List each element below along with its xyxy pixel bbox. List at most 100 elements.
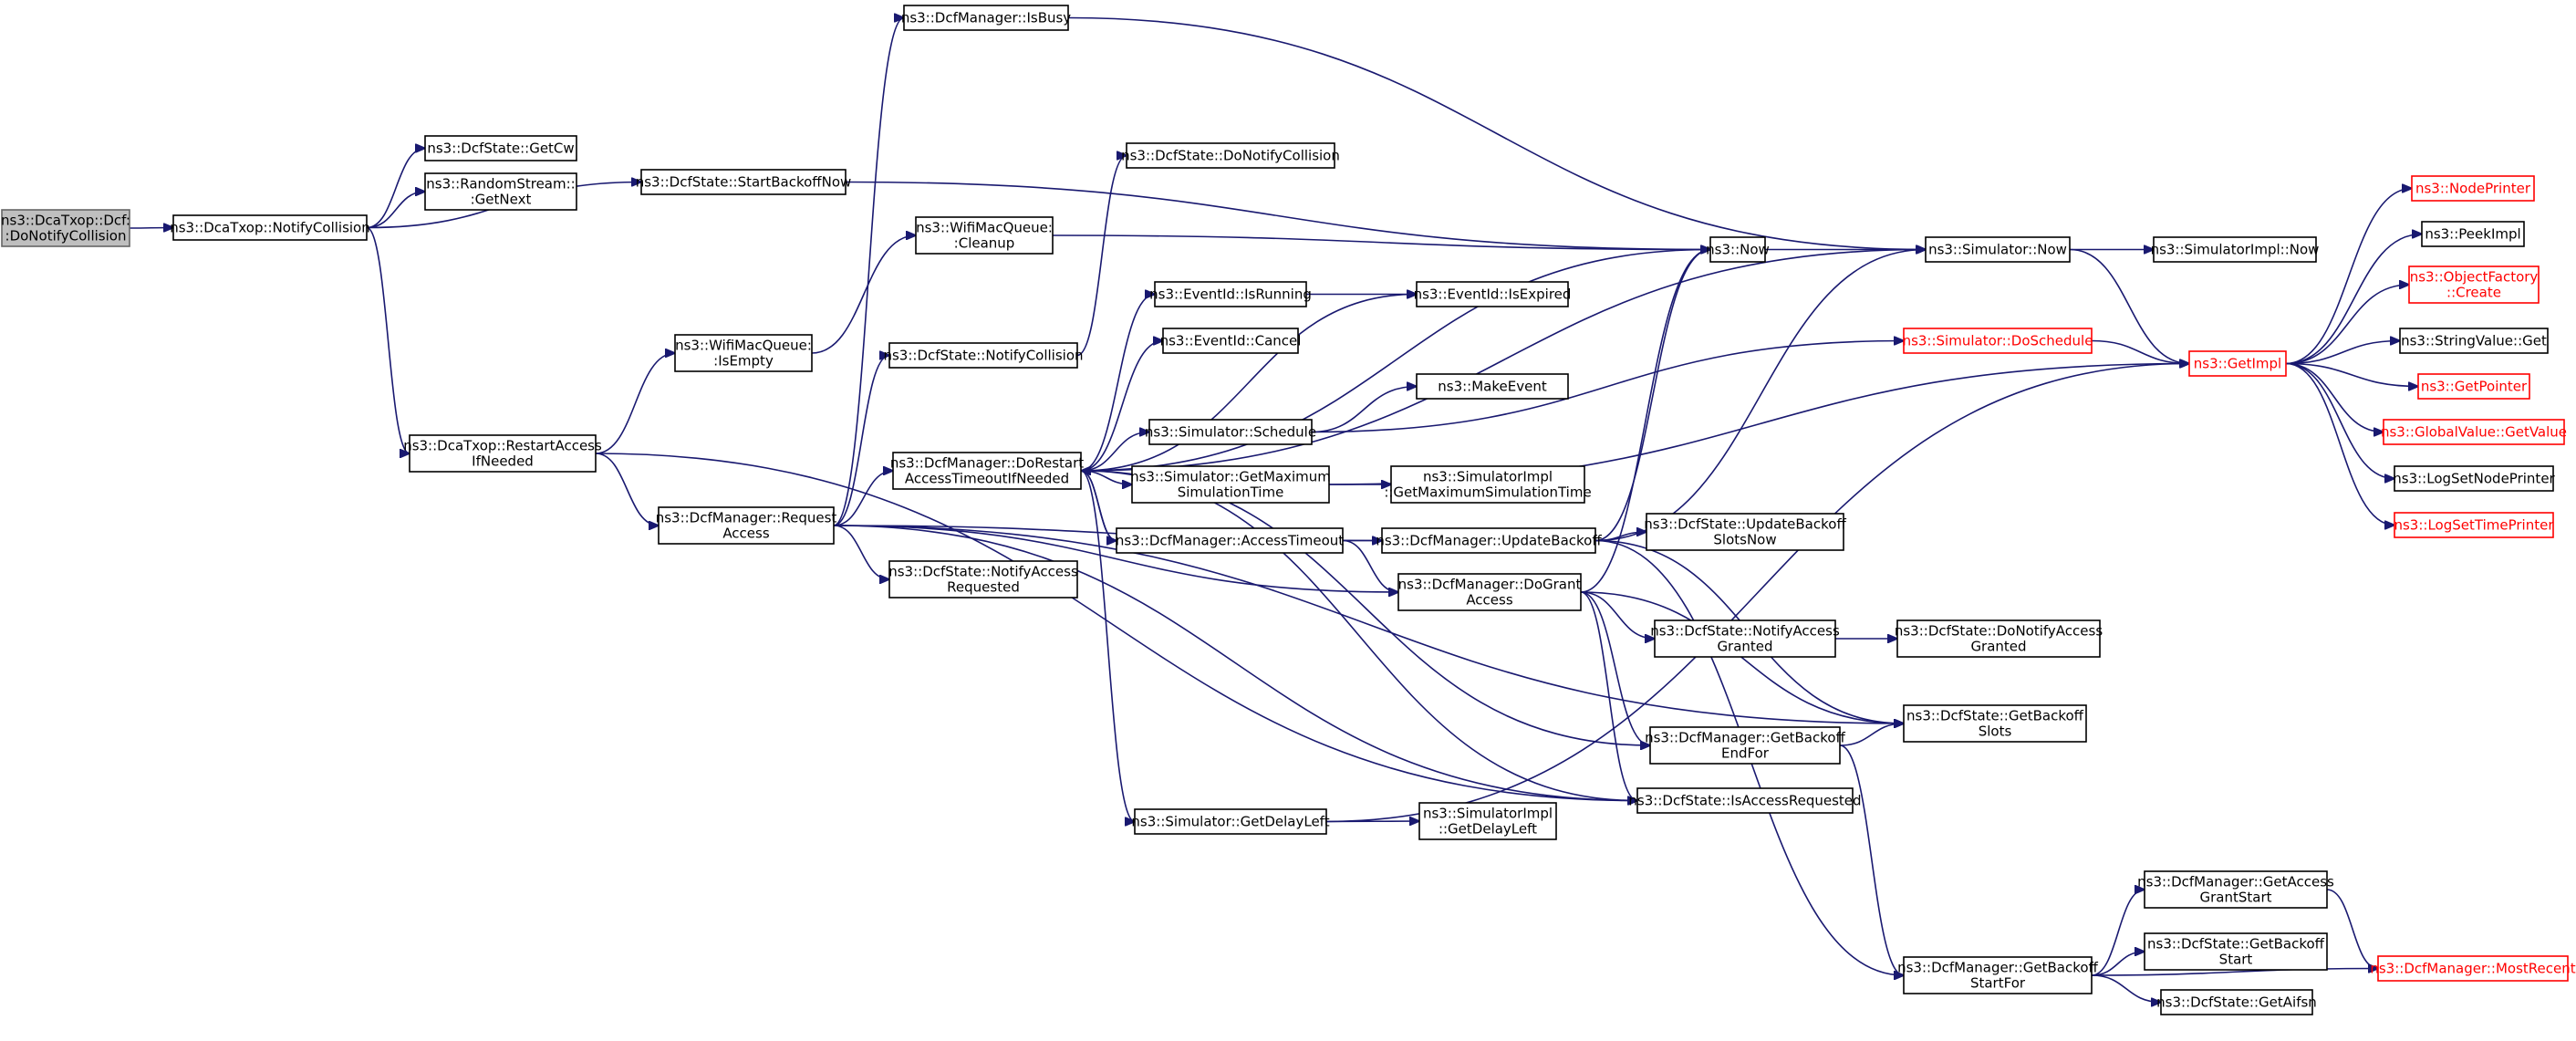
edge-dorestart-to-isexpired xyxy=(1080,295,1417,472)
edge-isempty-to-cleanup xyxy=(811,235,916,354)
node-schedule[interactable]: ns3::Simulator::Schedule xyxy=(1145,419,1316,445)
node-getpointer[interactable]: ns3::GetPointer xyxy=(2417,373,2530,400)
node-label: ns3::GetImpl xyxy=(2194,356,2281,372)
edge-dorestart-to-cancel xyxy=(1080,341,1163,472)
node-box xyxy=(1925,236,2071,263)
node-box xyxy=(2144,932,2328,971)
edge-getimpl-to-peekimpl xyxy=(2285,234,2422,365)
node-logsettimeprinter[interactable]: ns3::LogSetTimePrinter xyxy=(2394,512,2554,538)
node-label: :Cleanup xyxy=(954,235,1015,252)
node-notifycollision[interactable]: ns3::DcaTxop::NotifyCollision xyxy=(170,214,370,241)
node-label: ns3::LogSetNodePrinter xyxy=(2393,471,2555,487)
node-getmaxsimtime[interactable]: ns3::Simulator::GetMaximumSimulationTime xyxy=(1130,465,1331,504)
node-label: ns3::DcfManager::DoGrant xyxy=(1398,577,1582,593)
node-label: Granted xyxy=(1970,639,2026,655)
node-label: ns3::DcaTxop::NotifyCollision xyxy=(170,220,370,236)
node-label: ns3::DcfManager::UpdateBackoff xyxy=(1376,533,1602,549)
node-isexpired[interactable]: ns3::EventId::IsExpired xyxy=(1414,281,1572,307)
node-label: ns3::SimulatorImpl::Now xyxy=(2151,242,2320,258)
node-updatebackoff[interactable]: ns3::DcfManager::UpdateBackoff xyxy=(1376,527,1602,554)
node-label: ns3::LogSetTimePrinter xyxy=(2394,517,2554,534)
node-isrunning[interactable]: ns3::EventId::IsRunning xyxy=(1149,281,1312,307)
node-label: SlotsNow xyxy=(1713,532,1776,548)
node-impl-now[interactable]: ns3::SimulatorImpl::Now xyxy=(2151,236,2320,263)
node-box xyxy=(2417,373,2530,400)
node-label: ns3::WifiMacQueue: xyxy=(916,220,1053,236)
edge-notifycollision-to-rs-getnext xyxy=(366,192,425,229)
node-isbusy[interactable]: ns3::DcfManager::IsBusy xyxy=(901,5,1071,31)
node-rs-getnext[interactable]: ns3::RandomStream:::GetNext xyxy=(424,172,577,211)
node-getdelayleft[interactable]: ns3::Simulator::GetDelayLeft xyxy=(1131,808,1330,835)
node-box xyxy=(1418,802,1557,840)
node-cleanup[interactable]: ns3::WifiMacQueue::Cleanup xyxy=(915,216,1054,255)
node-startbackoffnow[interactable]: ns3::DcfState::StartBackoffNow xyxy=(636,169,852,195)
node-cancel[interactable]: ns3::EventId::Cancel xyxy=(1160,328,1302,354)
node-label: Access xyxy=(1466,592,1513,609)
node-donotifycollision2[interactable]: ns3::DcfState::DoNotifyCollision xyxy=(1121,142,1340,169)
node-now[interactable]: ns3::Now xyxy=(1706,236,1770,263)
node-box xyxy=(2408,265,2540,304)
node-label: ns3::DcfState::GetBackoff xyxy=(1906,708,2084,724)
node-isaccessrequested[interactable]: ns3::DcfState::IsAccessRequested xyxy=(1628,787,1862,814)
node-dorestart[interactable]: ns3::DcfManager::DoRestartAccessTimeoutI… xyxy=(890,452,1084,490)
node-label: StartFor xyxy=(1970,975,2026,992)
node-makeevent[interactable]: ns3::MakeEvent xyxy=(1416,373,1569,400)
node-stringvalue-get[interactable]: ns3::StringValue::Get xyxy=(2399,328,2549,354)
node-label: ns3::GlobalValue::GetValue xyxy=(2381,424,2567,441)
node-label: ns3::DcfManager::DoRestart xyxy=(890,455,1084,472)
node-peekimpl[interactable]: ns3::PeekImpl xyxy=(2421,221,2525,247)
node-box xyxy=(1390,465,1585,504)
node-root[interactable]: ns3::DcaTxop::Dcf::DoNotifyCollision xyxy=(1,209,130,247)
edge-restartaccess-to-isaccessrequested xyxy=(595,453,1637,801)
node-label: Requested xyxy=(947,579,1020,596)
node-logsetnodeprinter[interactable]: ns3::LogSetNodePrinter xyxy=(2393,465,2556,492)
edge-notifycollision-to-getcw xyxy=(366,149,425,229)
node-box xyxy=(2421,221,2525,247)
node-accesstimeout[interactable]: ns3::DcfManager::AccessTimeout xyxy=(1116,527,1344,554)
node-box xyxy=(1126,142,1335,169)
node-box xyxy=(1903,956,2093,994)
node-mostrecent[interactable]: ns3::DcfManager::MostRecent xyxy=(2370,955,2576,982)
node-label: ns3::ObjectFactory xyxy=(2410,269,2539,286)
node-label: Granted xyxy=(1717,639,1772,655)
node-globalvalue-getvalue[interactable]: ns3::GlobalValue::GetValue xyxy=(2381,419,2567,445)
node-box xyxy=(1131,465,1330,504)
node-nodeprinter[interactable]: ns3::NodePrinter xyxy=(2411,175,2535,202)
node-box xyxy=(2188,350,2287,377)
edge-dorestart-to-sim-now xyxy=(1080,250,1926,472)
node-box xyxy=(1896,619,2101,658)
node-label: ns3::MakeEvent xyxy=(1438,379,1547,395)
node-label: ns3::DcfState::NotifyAccess xyxy=(888,564,1078,580)
node-sim-now[interactable]: ns3::Simulator::Now xyxy=(1925,236,2071,263)
node-label: ns3::SimulatorImpl xyxy=(1423,469,1553,485)
node-getcw[interactable]: ns3::DcfState::GetCw xyxy=(424,135,577,161)
node-impl-getdelayleft[interactable]: ns3::SimulatorImpl::GetDelayLeft xyxy=(1418,802,1557,840)
node-dcfstate-notifycollision[interactable]: ns3::DcfState::NotifyCollision xyxy=(883,342,1084,369)
node-label: Start xyxy=(2219,952,2253,968)
node-label: SimulationTime xyxy=(1178,484,1284,501)
node-label: ns3::GetPointer xyxy=(2421,379,2528,395)
node-box xyxy=(2377,955,2569,982)
node-getimpl[interactable]: ns3::GetImpl xyxy=(2188,350,2287,377)
node-isempty[interactable]: ns3::WifiMacQueue::IsEmpty xyxy=(674,334,813,372)
node-impl-getmaxsimtime[interactable]: ns3::SimulatorImpl::GetMaximumSimulation… xyxy=(1384,465,1592,504)
node-label: ns3::Simulator::GetDelayLeft xyxy=(1131,814,1329,830)
node-doschedule[interactable]: ns3::Simulator::DoSchedule xyxy=(1903,328,2093,354)
node-getaifsn[interactable]: ns3::DcfState::GetAifsn xyxy=(2156,989,2317,1015)
node-box xyxy=(409,434,597,473)
node-objectfactory-create[interactable]: ns3::ObjectFactory::Create xyxy=(2408,265,2540,304)
edge-updatebackoff-to-now xyxy=(1594,250,1710,542)
node-label: ns3::NodePrinter xyxy=(2415,181,2531,197)
